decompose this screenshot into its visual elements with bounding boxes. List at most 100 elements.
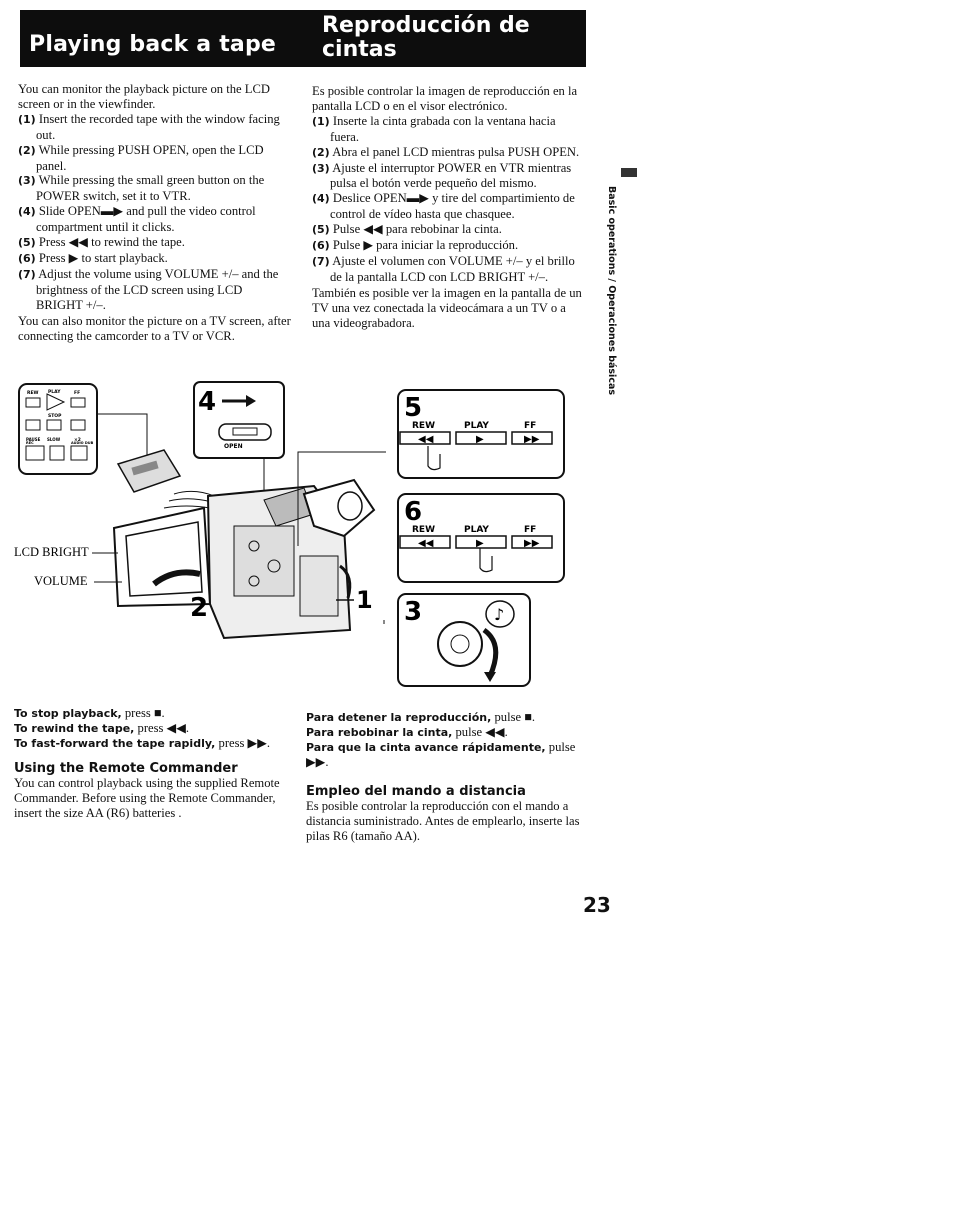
header-banner (20, 10, 586, 67)
page-title-es: Reproducción de cintas (322, 13, 530, 62)
stop-label-es: Para detener la reproducción, (306, 711, 492, 724)
step5-play-symbol: ▶ (476, 434, 484, 445)
bottom-spanish: Para detener la reproducción, pulse ■. P… (306, 710, 586, 844)
step-text: Deslice OPEN▬▶ y tire del compartimiento… (330, 191, 575, 222)
remote-label-ff: FF (74, 390, 80, 396)
remote-commander: REW PLAY FF STOP PAUSE SLOW ×2 REC AUDIO… (18, 383, 148, 475)
remote-label-stop: STOP (48, 413, 62, 419)
step5-rew-label: REW (412, 421, 435, 431)
intro-es: Es posible controlar la imagen de reprod… (312, 84, 578, 113)
stop-rest-en: press ■. (124, 706, 165, 720)
step-text: Abra el panel LCD mientras pulsa PUSH OP… (332, 144, 580, 159)
remote-label-play: PLAY (48, 389, 61, 395)
step-1-es: (1) Inserte la cinta grabada con la vent… (312, 114, 584, 145)
music-note-icon: ♪ (494, 605, 504, 624)
step-number: (6) (312, 239, 330, 253)
step-text: Slide OPEN▬▶ and pull the video control … (36, 204, 256, 235)
remote-text-en: You can control playback using the suppl… (14, 776, 280, 820)
ff-rest-es: pulse ▶▶. (306, 740, 576, 769)
sidebar-section: Basic operations / Operaciones básicas (603, 186, 623, 396)
stop-rest-es: pulse ■. (494, 710, 535, 724)
step-text: Inserte la cinta grabada con la ventana … (330, 113, 556, 144)
step-5-es: (5) Pulse ◀◀ para rebobinar la cinta. (312, 222, 584, 238)
step-1-en: (1) Insert the recorded tape with the wi… (18, 112, 292, 143)
step4-open-label: OPEN (224, 443, 243, 450)
camcorder-illustration: REW PLAY FF STOP PAUSE SLOW ×2 REC AUDIO… (14, 381, 565, 687)
step-text: Press ▶ to start playback. (38, 250, 168, 265)
step5-play-label: PLAY (464, 421, 489, 431)
step-text: While pressing the small green button on… (36, 173, 265, 204)
remote-label-audio-dub: AUDIO DUB (71, 441, 94, 445)
step-text: Insert the recorded tape with the window… (36, 111, 280, 142)
finger-icon (479, 548, 493, 573)
remote-heading-en: Using the Remote Commander (14, 761, 238, 776)
remote-heading-es: Empleo del mando a distancia (306, 784, 526, 799)
rewind-rest-es: pulse ◀◀. (455, 725, 508, 739)
remote-label-pause: PAUSE (26, 437, 41, 442)
camcorder-body (112, 478, 376, 640)
step-text: Press ◀◀ to rewind the tape. (38, 235, 185, 250)
step6-ff-label: FF (524, 525, 536, 535)
step5-ff-label: FF (524, 421, 536, 431)
small-remote (116, 449, 215, 509)
step-5-en: (5) Press ◀◀ to rewind the tape. (18, 235, 292, 251)
volume-label: VOLUME (34, 574, 88, 588)
step-text: Pulse ▶ para iniciar la reproducción. (332, 238, 519, 253)
step-2-en: (2) While pressing PUSH OPEN, open the L… (18, 143, 292, 174)
step-number: (7) (312, 254, 330, 268)
step-4-es: (4) Deslice OPEN▬▶ y tire del compartimi… (312, 191, 584, 222)
step6-number: 6 (404, 497, 422, 527)
step-number: (5) (18, 236, 36, 250)
step-6-es: (6) Pulse ▶ para iniciar la reproducción… (312, 238, 584, 254)
step3-number: 3 (404, 597, 422, 627)
step5-rew-symbol: ◀◀ (418, 434, 434, 445)
step-3-es: (3) Ajuste el interruptor POWER en VTR m… (312, 161, 584, 192)
step6-rew-label: REW (412, 525, 435, 535)
step-number: (1) (18, 112, 36, 126)
remote-label-rew: REW (27, 390, 39, 396)
step-6-en: (6) Press ▶ to start playback. (18, 251, 292, 267)
step5-panel: 5 REW PLAY FF ◀◀ ▶ ▶▶ (397, 389, 565, 479)
step5-number: 5 (404, 393, 422, 423)
finger-icon (427, 446, 441, 471)
step-number: (6) (18, 251, 36, 265)
power-switch-dial (437, 621, 483, 667)
step-4-en: (4) Slide OPEN▬▶ and pull the video cont… (18, 204, 292, 235)
step-number: (2) (18, 143, 36, 157)
step2-number: 2 (190, 593, 208, 623)
remote-label-slow: SLOW (47, 437, 61, 442)
ff-rest-en: press ▶▶. (218, 736, 271, 750)
sidebar-label: Basic operations / Operaciones básicas (606, 186, 617, 396)
stop-label-en: To stop playback, (14, 707, 122, 720)
step-text: While pressing PUSH OPEN, open the LCD p… (36, 142, 264, 173)
step-number: (7) (18, 267, 36, 281)
step-text: Pulse ◀◀ para rebobinar la cinta. (332, 222, 502, 237)
step-number: (2) (312, 145, 330, 159)
step1-number: 1 (356, 586, 373, 614)
step-text: Ajuste el volumen con VOLUME +/– y el br… (330, 253, 575, 284)
step6-rew-symbol: ◀◀ (418, 538, 434, 549)
step3-panel: 3 ♪ (397, 593, 531, 687)
remote-text-es: Es posible controlar la reproducción con… (306, 799, 580, 843)
steps-list-en: (1) Insert the recorded tape with the wi… (18, 112, 292, 313)
step-7-es: (7) Ajuste el volumen con VOLUME +/– y e… (312, 254, 584, 285)
rewind-rest-en: press ◀◀. (137, 721, 190, 735)
bottom-english: To stop playback, press ■. To rewind the… (14, 706, 294, 821)
step6-play-label: PLAY (464, 525, 489, 535)
page-number: 23 (583, 893, 611, 917)
step-number: (1) (312, 114, 330, 128)
step6-ff-symbol: ▶▶ (524, 538, 540, 549)
step-number: (3) (18, 174, 36, 188)
tv-note-en: You can also monitor the picture on a TV… (18, 313, 291, 343)
step-number: (4) (18, 205, 36, 219)
step5-ff-symbol: ▶▶ (524, 434, 540, 445)
step6-panel: 6 REW PLAY FF ◀◀ ▶ ▶▶ (397, 493, 565, 583)
step6-play-symbol: ▶ (476, 538, 484, 549)
rewind-label-en: To rewind the tape, (14, 722, 135, 735)
step-number: (5) (312, 223, 330, 237)
step-text: Ajuste el interruptor POWER en VTR mient… (330, 160, 572, 191)
step-number: (3) (312, 161, 330, 175)
step-number: (4) (312, 192, 330, 206)
rewind-label-es: Para rebobinar la cinta, (306, 726, 453, 739)
page-title-en: Playing back a tape (29, 32, 277, 57)
